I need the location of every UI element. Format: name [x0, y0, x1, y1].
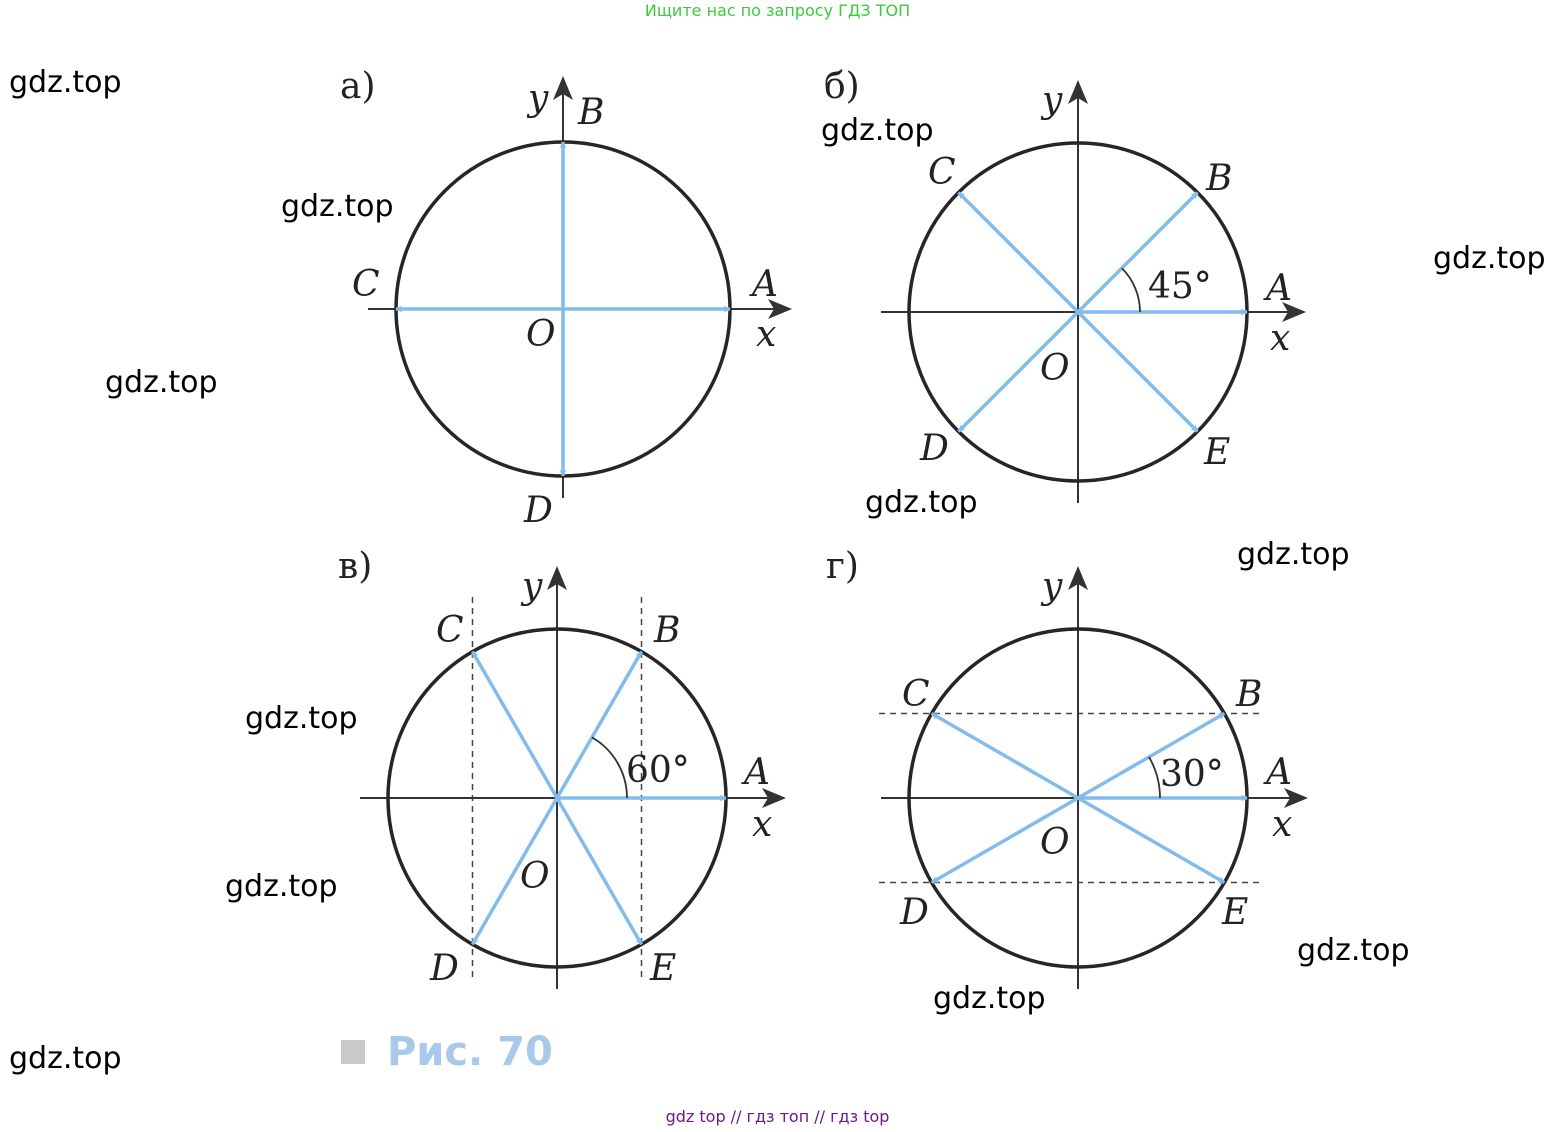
- point-label-B: B: [1235, 674, 1262, 715]
- vector-E: [1076, 310, 1199, 433]
- watermark: gdz.top: [245, 701, 358, 736]
- point-label-C: C: [902, 674, 930, 715]
- origin-label: O: [520, 856, 550, 897]
- y-axis-label: y: [520, 566, 543, 607]
- watermark: gdz.top: [933, 981, 1046, 1016]
- y-axis-label: y: [1040, 80, 1063, 121]
- y-axis-label: y: [1040, 566, 1063, 607]
- watermark: gdz.top: [821, 113, 934, 148]
- vector-D: [470, 797, 559, 946]
- panel-label: г): [826, 546, 859, 587]
- angle-label: 45°: [1148, 266, 1212, 307]
- figure-caption: Рис. 70: [341, 1029, 553, 1075]
- panel-3: 60° A B C D Ex yOв): [338, 546, 786, 989]
- watermark: gdz.top: [225, 869, 338, 904]
- x-axis-label: x: [752, 804, 772, 845]
- point-label-D: D: [919, 428, 949, 469]
- x-axis-label: x: [756, 314, 776, 355]
- top-banner: Ищите нас по запросу ГДЗ ТОП: [644, 1, 911, 20]
- angle-label: 30°: [1160, 754, 1224, 795]
- point-label-C: C: [436, 610, 464, 651]
- vector-C: [470, 650, 559, 799]
- point-label-E: E: [1221, 892, 1248, 933]
- vector-C: [930, 711, 1079, 800]
- point-label-E: E: [1203, 432, 1230, 473]
- caption-square-icon: [341, 1040, 365, 1064]
- panel-4: 30° AB C D Ex yOг): [826, 546, 1308, 989]
- watermark: gdz.top: [1237, 537, 1350, 572]
- point-label-A: A: [1263, 268, 1292, 309]
- watermark: gdz.top: [105, 365, 218, 400]
- angle-label: 60°: [626, 750, 690, 791]
- watermark: gdz.top: [1297, 933, 1410, 968]
- vector-E: [1077, 796, 1226, 885]
- vector-E: [555, 797, 644, 946]
- vector-B: [1077, 711, 1226, 800]
- point-label-D: D: [429, 948, 459, 989]
- figure-caption-label: Рис. 70: [387, 1029, 553, 1075]
- vector-D: [930, 796, 1079, 885]
- vector-C: [957, 191, 1080, 314]
- watermark: gdz.top: [281, 189, 394, 224]
- x-axis-label: x: [1272, 804, 1292, 845]
- panel-label: в): [338, 546, 372, 587]
- vector-B: [1076, 191, 1199, 314]
- angle-arc: [1121, 267, 1141, 313]
- angle-arc: [1148, 756, 1161, 799]
- watermark: gdz.top: [9, 1041, 122, 1076]
- angle-arc: [591, 736, 628, 799]
- point-label-C: C: [352, 264, 380, 305]
- point-label-B: B: [577, 92, 604, 133]
- y-axis-label: y: [526, 78, 549, 119]
- origin-label: O: [526, 314, 556, 355]
- panel-label: б): [824, 66, 860, 107]
- panel-label: а): [340, 66, 376, 107]
- vector-B: [555, 650, 644, 799]
- panel-1: A B C Dx yOа): [340, 66, 792, 531]
- point-label-B: B: [653, 610, 680, 651]
- point-label-C: C: [928, 152, 956, 193]
- point-label-A: A: [749, 264, 778, 305]
- watermark: gdz.top: [9, 65, 122, 100]
- bottom-banner: gdz top // гдз топ // гдз top: [665, 1107, 890, 1126]
- point-label-D: D: [523, 490, 553, 531]
- watermark: gdz.top: [1433, 241, 1546, 276]
- point-label-A: A: [741, 752, 770, 793]
- x-axis-label: x: [1270, 318, 1290, 359]
- panel-2: 45° A B C D Ex yOб): [824, 66, 1306, 503]
- point-label-E: E: [649, 948, 676, 989]
- point-label-B: B: [1205, 158, 1232, 199]
- vector-D: [957, 310, 1080, 433]
- origin-label: O: [1040, 348, 1070, 389]
- point-label-D: D: [899, 892, 929, 933]
- watermark: gdz.top: [865, 485, 978, 520]
- origin-label: O: [1040, 822, 1070, 863]
- point-label-A: A: [1263, 752, 1292, 793]
